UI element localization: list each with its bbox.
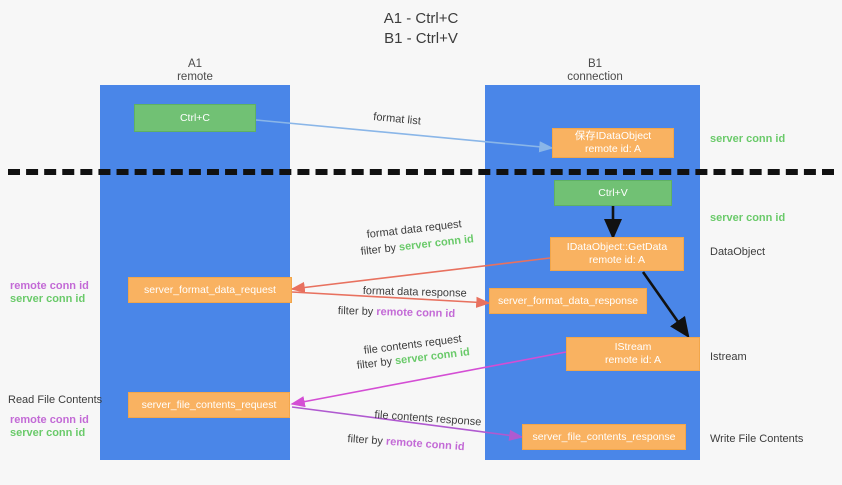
annotation-file-contents-response: file contents response bbox=[374, 408, 482, 429]
annotation-format-data-request-filter-prefix: filter by bbox=[360, 241, 400, 258]
label-left-remote-conn-id-2: remote conn id bbox=[10, 414, 89, 426]
annotation-format-list: format list bbox=[372, 110, 422, 128]
box-server-file-contents-response[interactable]: server_file_contents_response bbox=[522, 424, 686, 450]
box-ctrl-v[interactable]: Ctrl+V bbox=[554, 180, 672, 206]
box-idataobject-getdata-line1: IDataObject::GetData bbox=[566, 241, 668, 253]
box-ctrl-v-label: Ctrl+V bbox=[598, 186, 628, 199]
label-left-server-conn-id-1: server conn id bbox=[10, 293, 86, 305]
phase-separator bbox=[8, 169, 834, 175]
box-save-idataobject[interactable]: 保存IDataObject remote id: A bbox=[552, 128, 674, 158]
column-header-b1-sub: connection bbox=[567, 71, 623, 83]
box-server-file-contents-request-label: server_file_contents_request bbox=[141, 398, 277, 411]
annotation-format-data-response-filter: filter by remote conn id bbox=[338, 304, 456, 322]
column-header-a1: A1 remote bbox=[120, 58, 270, 84]
annotation-format-data-response-filter-key: remote conn id bbox=[376, 306, 456, 321]
label-left-remote-conn-id-1: remote conn id bbox=[10, 280, 89, 292]
box-idataobject-getdata-line2: remote id: A bbox=[588, 254, 646, 266]
label-right-istream: Istream bbox=[710, 351, 747, 363]
box-save-idataobject-line1: 保存IDataObject bbox=[574, 130, 652, 142]
label-left-read-file-contents: Read File Contents bbox=[8, 394, 103, 406]
box-save-idataobject-line2: remote id: A bbox=[584, 143, 642, 155]
label-left-server-conn-id-2: server conn id bbox=[10, 427, 86, 439]
column-header-b1: B1 connection bbox=[520, 58, 670, 84]
box-istream[interactable]: IStream remote id: A bbox=[566, 337, 700, 371]
box-istream-line1: IStream bbox=[614, 341, 652, 353]
annotation-file-contents-response-filter-prefix: filter by bbox=[347, 432, 387, 448]
box-server-file-contents-request[interactable]: server_file_contents_request bbox=[128, 392, 290, 418]
annotation-file-contents-response-filter: filter by remote conn id bbox=[347, 432, 465, 455]
box-idataobject-getdata[interactable]: IDataObject::GetData remote id: A bbox=[550, 237, 684, 271]
annotation-file-contents-request-filter-prefix: filter by bbox=[356, 355, 396, 372]
box-ctrl-c[interactable]: Ctrl+C bbox=[134, 104, 256, 132]
box-server-format-data-response-label: server_format_data_response bbox=[497, 294, 639, 307]
box-istream-line2: remote id: A bbox=[604, 354, 662, 366]
page-title: A1 - Ctrl+C B1 - Ctrl+V bbox=[383, 10, 459, 47]
column-header-a1-name: A1 bbox=[187, 58, 203, 70]
column-header-a1-sub: remote bbox=[177, 71, 213, 83]
box-server-format-data-request-label: server_format_data_request bbox=[144, 283, 276, 296]
column-header-b1-name: B1 bbox=[587, 58, 603, 70]
box-ctrl-c-label: Ctrl+C bbox=[179, 111, 211, 124]
box-server-format-data-response[interactable]: server_format_data_response bbox=[489, 288, 647, 314]
annotation-format-data-response-filter-prefix: filter by bbox=[337, 304, 377, 319]
label-right-dataobject: DataObject bbox=[710, 246, 766, 258]
label-right-server-conn-id-mid: server conn id bbox=[710, 212, 786, 224]
box-server-format-data-request[interactable]: server_format_data_request bbox=[128, 277, 292, 303]
label-right-write-file-contents: Write File Contents bbox=[710, 433, 804, 445]
annotation-format-data-response: format data response bbox=[362, 284, 467, 300]
label-right-server-conn-id-top: server conn id bbox=[710, 133, 786, 145]
box-server-file-contents-response-label: server_file_contents_response bbox=[532, 430, 676, 443]
annotation-file-contents-response-filter-key: remote conn id bbox=[385, 435, 466, 454]
